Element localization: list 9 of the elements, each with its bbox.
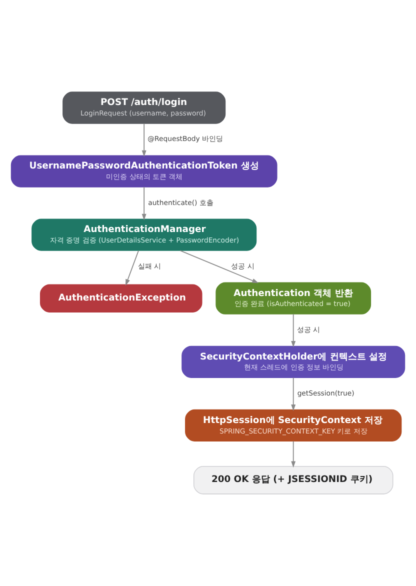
arrow <box>142 186 146 220</box>
node-box: AuthenticationException <box>40 284 202 313</box>
arrow <box>126 250 139 286</box>
arrow <box>291 440 296 468</box>
arrow <box>180 250 259 284</box>
node-box: 200 OK 응답 (+ JSESSIONID 쿠키) <box>193 466 394 494</box>
arrow <box>291 377 296 411</box>
arrow <box>291 314 296 348</box>
arrow <box>142 123 146 157</box>
